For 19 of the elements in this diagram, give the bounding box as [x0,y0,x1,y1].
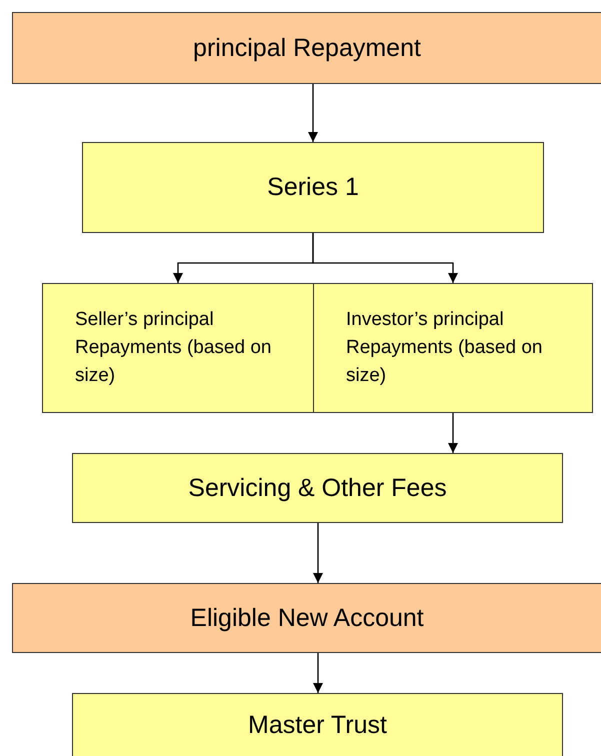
arrow [313,523,323,583]
box-label: Seller’s principal Repayments (based on size) [75,308,272,388]
box-label: Eligible New Account [190,604,424,632]
process-box [72,453,563,523]
box-label: Servicing & Other Fees [188,474,447,502]
arrow [308,84,318,142]
process-box [72,693,563,756]
process-box [313,283,593,413]
box-label: Series 1 [267,173,359,202]
source-box [12,583,601,653]
box-label: Master Trust [248,710,387,740]
process-box [82,142,544,233]
process-box [42,283,314,413]
arrow [448,413,458,453]
box-label: Investor’s principal Repayments (based on size) [346,308,544,388]
arrow [313,653,323,693]
arrow [312,233,458,283]
box-label: principal Repayment [193,34,421,62]
source-box [12,12,601,84]
